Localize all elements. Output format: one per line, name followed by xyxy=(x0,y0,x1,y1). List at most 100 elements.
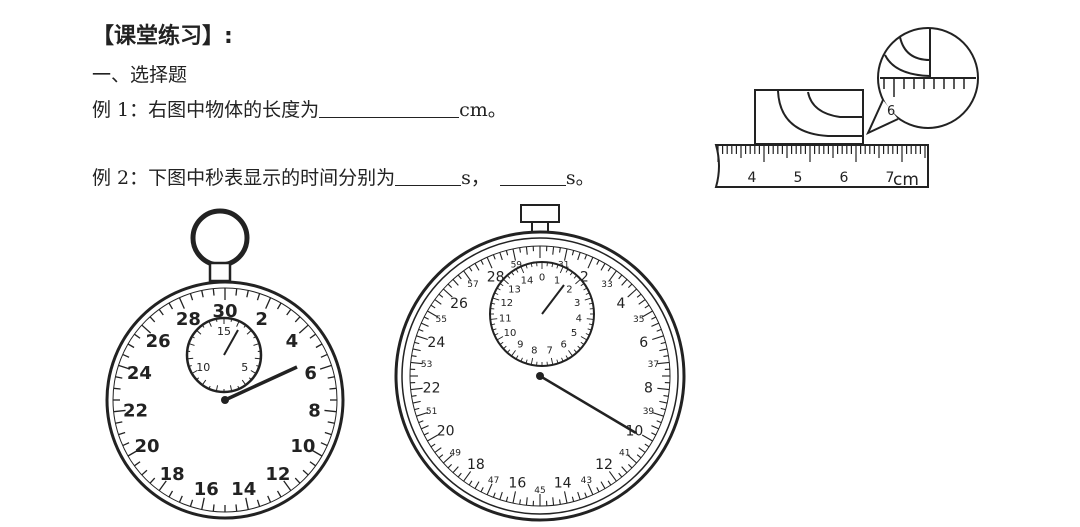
stopwatch-2-label: 24 xyxy=(427,335,445,351)
dial-tick xyxy=(327,421,335,424)
stopwatch-1-label: 24 xyxy=(127,363,152,384)
dial-tick xyxy=(585,292,590,295)
dial-tick xyxy=(496,287,501,291)
stopwatch-2-small-label: 31 xyxy=(558,260,569,270)
dial-tick xyxy=(246,290,249,298)
question-2-prompt: 例 2：下图中秒表显示的时间分别为 xyxy=(92,167,396,189)
stopwatch-1-label: 14 xyxy=(231,479,256,500)
dial-tick xyxy=(113,387,121,390)
stopwatch-2-sublabel: 14 xyxy=(521,276,534,287)
stopwatch-2-sublabel: 3 xyxy=(574,298,580,309)
stopwatch-1-crown xyxy=(208,261,232,283)
dial-tick xyxy=(438,293,444,298)
dial-tick xyxy=(596,487,600,493)
dial-tick xyxy=(237,385,240,390)
dial-tick xyxy=(621,279,628,286)
dial-tick xyxy=(196,377,200,381)
dial-tick xyxy=(652,411,664,417)
dial-tick xyxy=(586,318,594,320)
dial-tick xyxy=(265,297,272,309)
dial-tick xyxy=(563,248,568,261)
dial-tick xyxy=(208,385,211,390)
dial-tick xyxy=(141,324,152,334)
stopwatch-1-sublabel: 5 xyxy=(241,361,248,374)
dial-tick xyxy=(660,341,666,345)
dial-tick xyxy=(187,357,194,360)
dial-tick xyxy=(492,328,497,331)
dial-tick xyxy=(565,268,569,273)
dial-tick xyxy=(113,409,126,413)
dial-tick xyxy=(127,343,135,349)
stopwatch-1-label: 26 xyxy=(146,331,171,352)
dial-tick xyxy=(486,257,493,269)
ruler-label: 6 xyxy=(840,170,849,186)
answer-blank-2b[interactable] xyxy=(499,167,566,186)
dial-tick xyxy=(178,297,185,309)
dial-tick xyxy=(452,466,459,473)
dial-tick xyxy=(196,329,202,335)
dial-tick xyxy=(254,357,261,360)
dial-tick xyxy=(519,247,521,253)
dial-tick xyxy=(511,350,516,357)
stopwatch-1-label: 4 xyxy=(286,331,299,352)
dial-tick xyxy=(411,395,417,397)
dial-tick xyxy=(494,292,499,295)
dial-tick xyxy=(573,349,578,353)
dial-tick xyxy=(499,283,504,287)
stopwatch-2-minute-hand xyxy=(541,284,565,315)
dial-tick xyxy=(230,318,233,322)
dial-tick xyxy=(641,434,653,442)
dial-tick xyxy=(248,377,252,381)
dial-tick xyxy=(208,320,212,327)
dial-tick xyxy=(568,350,573,357)
dial-tick xyxy=(134,461,141,467)
dial-tick xyxy=(608,270,617,281)
stopwatch-2-sublabel: 0 xyxy=(539,273,545,284)
dial-tick xyxy=(309,333,316,339)
stopwatch-2-label: 28 xyxy=(487,269,505,285)
dial-tick xyxy=(519,499,521,505)
dial-tick xyxy=(550,357,554,365)
stopwatch-2-sublabel: 5 xyxy=(571,328,577,339)
dial-tick xyxy=(587,483,594,495)
stopwatch-1-label: 28 xyxy=(176,309,201,330)
dial-tick xyxy=(276,490,282,498)
dial-tick xyxy=(427,310,439,318)
stopwatch-1-label: 12 xyxy=(265,464,290,485)
dial-tick xyxy=(327,376,335,379)
answer-blank-2a[interactable] xyxy=(395,167,462,186)
dial-tick xyxy=(659,400,668,404)
stopwatch-2-label: 12 xyxy=(595,457,613,473)
dial-tick xyxy=(302,469,309,476)
stopwatch-2-label: 2 xyxy=(580,269,589,285)
dial-tick xyxy=(188,365,192,367)
stopwatch-2-crown xyxy=(520,204,560,223)
dial-tick xyxy=(250,370,257,374)
dial-tick xyxy=(457,274,462,280)
dial-tick xyxy=(663,395,669,397)
dial-tick xyxy=(115,421,123,424)
dial-tick xyxy=(118,431,126,436)
stopwatch-2-sublabel: 12 xyxy=(500,298,513,309)
stopwatch-1-label: 30 xyxy=(212,301,237,322)
dial-tick xyxy=(320,442,328,447)
dial-tick xyxy=(552,246,555,255)
dial-tick xyxy=(201,324,205,328)
stopwatch-1-label: 22 xyxy=(123,400,148,421)
dial-tick xyxy=(588,302,593,305)
stopwatch-2-small-label: 41 xyxy=(619,448,630,458)
stopwatch-2-second-hand xyxy=(539,374,637,435)
dial-tick xyxy=(556,359,559,364)
dial-tick xyxy=(636,454,642,459)
dial-tick xyxy=(492,254,496,260)
stopwatch-2-small-label: 43 xyxy=(581,476,592,486)
dial-tick xyxy=(168,490,174,498)
section-title: 一、选择题 xyxy=(92,64,188,86)
page-heading: 【课堂练习】: xyxy=(92,24,233,49)
stopwatch-2-sublabel: 1 xyxy=(554,276,560,287)
dial-tick xyxy=(416,335,428,341)
dial-tick xyxy=(577,345,581,350)
answer-blank-1[interactable] xyxy=(319,99,460,118)
